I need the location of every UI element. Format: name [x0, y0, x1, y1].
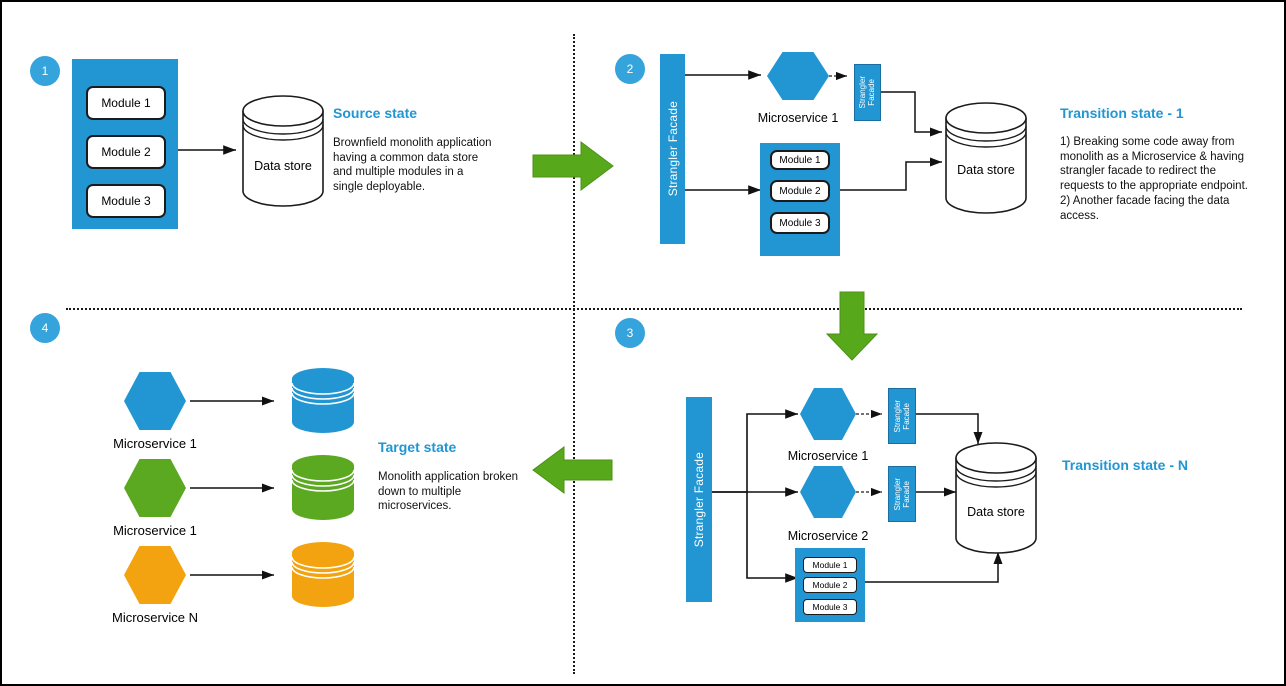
facade-small-line1: Strangler — [892, 477, 902, 511]
target-cylinder-3 — [291, 542, 355, 607]
transition1-description: 1) Breaking some code away from monolith… — [1060, 136, 1248, 222]
transition1-heading: Transition state - 1 — [1060, 105, 1184, 121]
source-state-heading: Source state — [333, 105, 418, 121]
monolith-block-tn: Module 1 Module 2 Module 3 — [795, 548, 865, 622]
arrow-ms2-to-facade-tn — [856, 487, 882, 497]
datastore-label-source: Data store — [254, 159, 312, 173]
connector-facade-branches-tn — [712, 409, 798, 583]
horizontal-dotted-divider — [66, 308, 1242, 310]
target-hexagon-2 — [124, 459, 186, 517]
badge-2: 2 — [615, 54, 645, 84]
module-box: Module 2 — [770, 180, 830, 202]
transitionN-heading: Transition state - N — [1062, 457, 1189, 473]
microservice-hexagon-2-tn — [800, 466, 856, 518]
arrow-target-2 — [190, 483, 274, 493]
badge-4: 4 — [30, 313, 60, 343]
connector-facade1-to-datastore-tn — [916, 413, 983, 444]
arrow-target-3 — [190, 570, 274, 580]
module-box: Module 1 — [770, 150, 830, 170]
arrow-facade-to-microservice-t1 — [685, 70, 761, 80]
source-state-description: Brownfield monolith application having a… — [333, 137, 492, 194]
strangler-facade-bar-t1: Strangler Facade — [660, 54, 685, 244]
module-box: Module 3 — [803, 599, 857, 615]
datastore-cylinder-tn — [955, 442, 1037, 554]
badge-1: 1 — [30, 56, 60, 86]
monolith-block-source: Module 1 Module 2 Module 3 — [72, 59, 178, 229]
microservice-hexagon-t1 — [767, 52, 829, 100]
target-state-description: Monolith application broken down to mult… — [378, 471, 519, 513]
target-cylinder-2 — [291, 455, 355, 520]
strangler-facade-small-1-tn: Strangler Facade — [888, 388, 916, 444]
arrow-monolith-to-datastore — [178, 145, 236, 155]
facade-small-line2: Facade — [901, 402, 911, 430]
connector-facade2-to-datastore-tn — [916, 487, 956, 497]
arrow-microservice-to-facade-t1 — [829, 71, 847, 81]
arrow-ms1-to-facade-tn — [856, 409, 882, 419]
strangler-facade-small-t1: Strangler Facade — [854, 64, 881, 121]
monolith-block-t1: Module 1 Module 2 Module 3 — [760, 143, 840, 256]
strangler-facade-bar-tn: Strangler Facade — [686, 397, 712, 602]
green-arrow-right-top — [532, 141, 614, 191]
module-box: Module 1 — [803, 557, 857, 573]
target-cylinder-1 — [291, 368, 355, 433]
badge-3: 3 — [615, 318, 645, 348]
module-box: Module 2 — [86, 135, 166, 169]
target-state-heading: Target state — [378, 439, 457, 455]
facade-small-line1: Strangler — [892, 399, 902, 433]
datastore-cylinder-source — [242, 95, 324, 207]
connector-monolith-to-datastore-t1 — [840, 157, 942, 191]
green-arrow-left — [532, 446, 613, 494]
facade-small-line2: Facade — [901, 480, 911, 508]
target-service-label-3: Microservice N — [112, 610, 198, 625]
green-arrow-down — [825, 291, 879, 361]
module-box: Module 2 — [803, 577, 857, 593]
target-hexagon-3 — [124, 546, 186, 604]
datastore-cylinder-t1 — [945, 102, 1027, 214]
module-box: Module 3 — [770, 212, 830, 234]
facade-small-line2: Facade — [867, 79, 876, 106]
module-box: Module 3 — [86, 184, 166, 218]
strangler-facade-small-2-tn: Strangler Facade — [888, 466, 916, 522]
target-service-label-2: Microservice 1 — [113, 523, 197, 538]
microservice-hexagon-1-tn — [800, 388, 856, 440]
datastore-label-tn: Data store — [967, 505, 1025, 519]
strangler-facade-label: Strangler Facade — [692, 451, 706, 548]
microservice-label-1-tn: Microservice 1 — [787, 449, 869, 463]
microservice-label-t1: Microservice 1 — [757, 111, 839, 125]
target-service-label-1: Microservice 1 — [113, 436, 197, 451]
microservice-label-2-tn: Microservice 2 — [787, 529, 869, 543]
arrow-target-1 — [190, 396, 274, 406]
connector-facade-to-datastore-t1 — [881, 91, 942, 137]
vertical-dotted-divider — [573, 34, 575, 674]
target-hexagon-1 — [124, 372, 186, 430]
datastore-label-t1: Data store — [957, 163, 1015, 177]
arrow-facade-to-monolith-t1 — [685, 185, 761, 195]
module-box: Module 1 — [86, 86, 166, 120]
strangler-facade-label: Strangler Facade — [665, 101, 680, 197]
connector-monolith-to-datastore-tn — [865, 552, 1003, 583]
facade-small-line1: Strangler — [858, 76, 867, 109]
